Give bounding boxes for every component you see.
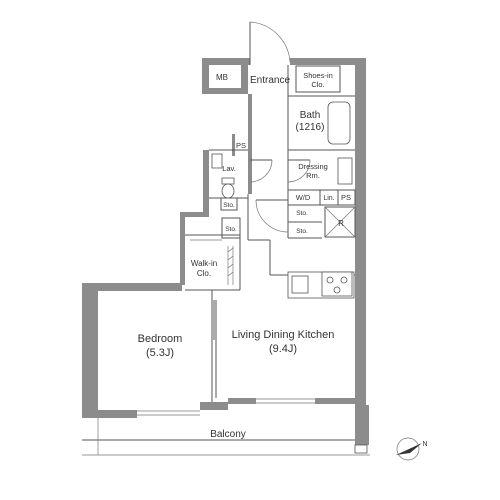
structural-walls xyxy=(82,58,369,445)
label-wd: W/D xyxy=(296,193,311,202)
label-ldk-line2: (9.4J) xyxy=(269,343,297,355)
balcony xyxy=(82,418,370,456)
windows xyxy=(137,398,315,416)
label-sto-walkin: Sto. xyxy=(225,226,237,233)
compass-north-label: N xyxy=(422,441,427,448)
label-sto-lower: Sto. xyxy=(296,228,308,235)
compass: N xyxy=(396,437,428,461)
label-shoes-line2: Clo. xyxy=(311,80,324,89)
partitions xyxy=(185,65,356,402)
label-bath-line2: (1216) xyxy=(296,122,325,133)
label-ps-left: PS xyxy=(236,141,246,150)
label-shoes-line1: Shoes-in xyxy=(303,71,333,80)
label-ps-right: PS xyxy=(341,193,351,202)
doors xyxy=(213,21,311,340)
label-ldk-line1: Living Dining Kitchen xyxy=(232,329,335,341)
label-bedroom-line2: (5.3J) xyxy=(146,347,174,359)
label-mb: MB xyxy=(216,73,228,82)
label-dressing-line1: Dressing xyxy=(298,162,328,171)
label-walkin-line2: Clo. xyxy=(197,269,211,278)
fixtures xyxy=(190,101,356,299)
label-lav: Lav. xyxy=(222,164,236,173)
label-bedroom-line1: Bedroom xyxy=(138,333,183,345)
label-sto-lav: Sto. xyxy=(223,202,235,209)
label-entrance: Entrance xyxy=(250,75,290,86)
label-dressing-line2: Rm. xyxy=(306,171,320,180)
label-lin: Lin. xyxy=(323,195,334,202)
label-refrigerator: R xyxy=(338,219,344,228)
label-bath-line1: Bath xyxy=(300,110,321,121)
label-walkin-line1: Walk-in xyxy=(191,259,217,268)
label-balcony: Balcony xyxy=(210,429,246,440)
north-arrow-icon xyxy=(396,443,422,455)
label-sto-wd: Sto. xyxy=(296,210,308,217)
